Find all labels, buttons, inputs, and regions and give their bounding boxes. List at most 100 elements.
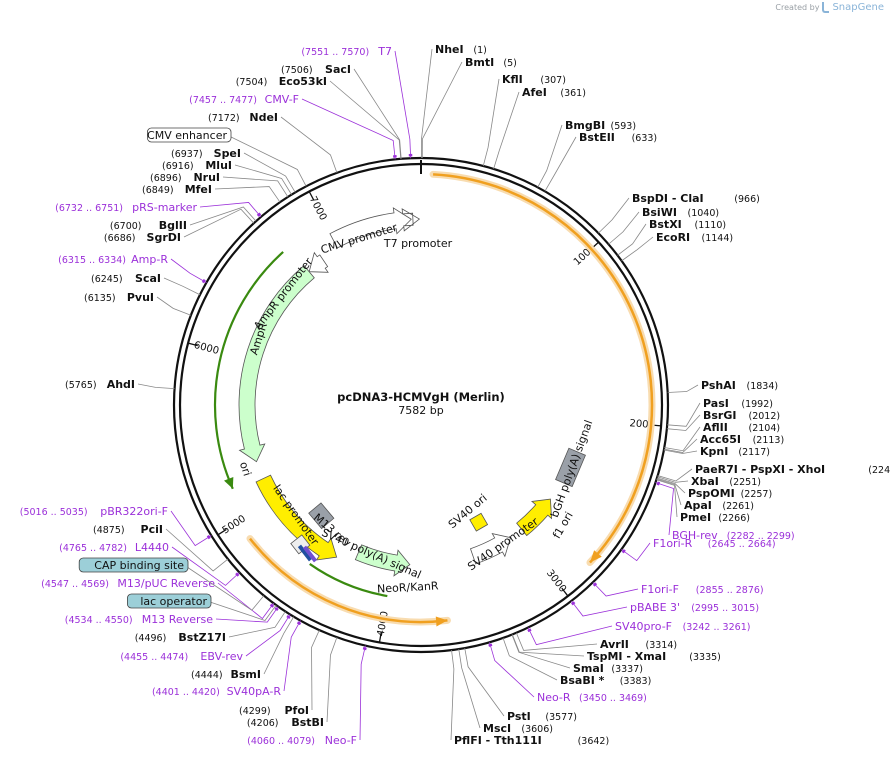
primer-mark-prs-marker	[256, 212, 262, 217]
site-pos-bglii: (6700)	[110, 221, 142, 232]
scale-label-7000: 7000	[307, 195, 329, 223]
site-name-pvui: PvuI	[127, 291, 154, 304]
site-name-bstbi: BstBI	[291, 716, 324, 729]
feature-label-ori: ori	[237, 460, 254, 478]
site-leader-sgrdi	[183, 208, 255, 238]
site-name-tspmi-xmai: TspMI - XmaI	[587, 650, 666, 663]
site-pos-pcii: (4875)	[93, 525, 125, 536]
site-leader-spei	[243, 152, 296, 193]
site-leader-pfoi	[311, 629, 320, 711]
site-name-spei: SpeI	[214, 147, 241, 160]
feature-f1-ori	[516, 498, 553, 537]
site-pos-apai: (2261)	[722, 501, 754, 512]
site-name-acc65i: Acc65I	[700, 433, 741, 446]
site-leader-nrui	[222, 176, 289, 198]
site-leader-msci	[458, 649, 481, 729]
site-leader-xbai	[657, 476, 689, 483]
site-name-afei: AfeI	[522, 86, 547, 99]
site-leader-saci	[353, 68, 402, 159]
site-name-bgh-rev: BGH-rev	[672, 529, 718, 542]
primer-mark-neo-r	[488, 643, 493, 647]
site-name-neo-r: Neo-R	[537, 691, 571, 704]
feature-box-label-lac-operator: lac operator	[140, 595, 207, 608]
site-name-m13-puc-reverse: M13/pUC Reverse	[117, 577, 215, 590]
site-pos-bsmi: (4444)	[191, 670, 223, 681]
site-name-bspdi-clai: BspDI - ClaI	[632, 192, 704, 205]
site-name-avrii: AvrII	[600, 638, 629, 651]
site-name-nrui: NruI	[193, 171, 220, 184]
feature-label-bgh-poly-a-signal: bGH poly(A) signal	[548, 418, 595, 519]
site-pos-tspmi-xmai: (3335)	[689, 652, 721, 663]
site-pos-smai: (3337)	[611, 664, 643, 675]
site-pos-cmv-f: (7457 .. 7477)	[189, 95, 257, 106]
scale-label-3000: 3000	[544, 568, 568, 595]
site-name-m13-reverse: M13 Reverse	[142, 613, 213, 626]
site-pos-amp-r: (6315 .. 6334)	[58, 255, 126, 266]
site-leader-bsiwi	[608, 211, 640, 245]
site-name-f1ori-r: F1ori-R	[653, 537, 693, 550]
scale-tick-4000	[378, 632, 382, 643]
site-pos-m13-puc-reverse: (4547 .. 4569)	[41, 579, 109, 590]
site-leader-mfei	[214, 186, 281, 203]
site-pos-pfoi: (4299)	[239, 706, 271, 717]
site-pos-mlui: (6916)	[162, 161, 194, 172]
site-name-saci: SacI	[325, 63, 351, 76]
primer-mark-f1ori-r	[621, 549, 626, 554]
site-name-bstxi: BstXI	[649, 218, 682, 231]
site-leader-bstxi	[617, 223, 647, 256]
site-leader-bglii	[189, 206, 257, 226]
site-pos-kfli: (307)	[540, 75, 566, 86]
feature-sv40-ori-box	[469, 512, 489, 532]
neo-orf-line	[309, 563, 388, 598]
site-pos-bsrgi: (2012)	[749, 411, 781, 422]
site-name-f1ori-f: F1ori-F	[641, 583, 679, 596]
site-leader-neo-r	[489, 642, 535, 698]
credit-brand: SnapGene	[832, 2, 884, 13]
ghc-orf-head	[589, 550, 602, 563]
site-leader-m13-puc-reverse	[217, 582, 275, 620]
site-name-msci: MscI	[483, 722, 511, 735]
feature-lac-operator-mark	[302, 545, 318, 563]
primer-mark-neo-f	[362, 646, 367, 651]
site-pos-bsabi: (3383)	[620, 676, 652, 687]
plasmid-length: 7582 bp	[398, 404, 443, 417]
site-leader-l4440	[171, 546, 240, 586]
feature-label-t7-promoter: T7 promoter	[383, 237, 453, 250]
site-leader-bsteii	[544, 136, 577, 192]
site-leader-avrii	[515, 632, 598, 651]
site-leader-pshai	[667, 384, 699, 393]
site-name-neo-f: Neo-F	[325, 734, 357, 747]
site-name-sv40pro-f: SV40pro-F	[615, 620, 672, 633]
feature-sv40-promoter	[469, 532, 511, 565]
primer-mark-bgh-rev	[656, 481, 661, 486]
site-name-pbr322ori-f: pBR322ori-F	[100, 505, 168, 518]
feature-ampr	[238, 265, 315, 463]
site-pos-pmei: (2266)	[718, 513, 750, 524]
site-name-xbai: XbaI	[691, 475, 719, 488]
site-pos-paer7i-pspxi-xhoi: (2245)	[868, 465, 890, 476]
site-leader-bstz17i	[228, 611, 286, 638]
site-pos-bspdi-clai: (966)	[734, 194, 760, 205]
feature-box-label-cmv-enhancer: CMV enhancer	[147, 129, 227, 142]
plasmid-name: pcDNA3-HCMVgH (Merlin)	[337, 390, 505, 404]
site-leader-bmti	[421, 61, 463, 159]
site-pos-prs-marker: (6732 .. 6751)	[55, 203, 123, 214]
site-pos-psti: (3577)	[545, 712, 577, 723]
site-leader-pmei	[656, 479, 678, 518]
primer-mark-f1ori-f	[592, 582, 598, 587]
feature-bgh-polya-box	[555, 447, 586, 488]
site-pos-pshai: (1834)	[747, 381, 779, 392]
site-pos-f1ori-r: (2645 .. 2664)	[708, 539, 776, 550]
credit-prefix: Created by	[775, 3, 820, 12]
feature-box-label-cap-binding-site: CAP binding site	[94, 559, 184, 572]
site-name-eco53ki: Eco53kI	[279, 75, 327, 88]
site-name-ecori: EcoRI	[656, 231, 690, 244]
site-leader-acc65i	[663, 438, 698, 453]
site-leader-f1ori-r	[621, 542, 651, 562]
scale-tick-3000	[561, 587, 569, 597]
feature-ori	[255, 474, 338, 561]
ghc-orf	[433, 173, 654, 564]
primer-mark-sv40pa-r	[296, 621, 302, 626]
site-pos-avrii: (3314)	[646, 640, 678, 651]
